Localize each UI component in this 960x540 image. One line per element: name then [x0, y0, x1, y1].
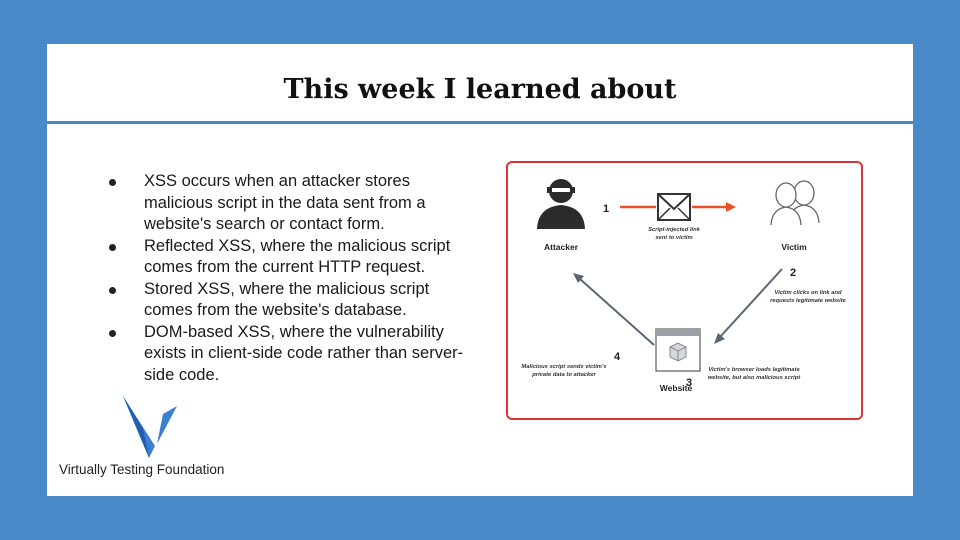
title-divider [47, 121, 913, 124]
victim-label: Victim [781, 242, 807, 252]
bullet-dot-icon [109, 329, 116, 337]
note-step-4: Malicious script sends victim's private … [521, 364, 607, 378]
slide-title: This week I learned about [283, 74, 677, 105]
bullet-item: Stored XSS, where the malicious script c… [109, 279, 479, 322]
xss-diagram: Attacker Victim Website 1 2 3 4 Script-i… [506, 161, 863, 420]
bullet-item: Reflected XSS, where the malicious scrip… [109, 236, 479, 279]
website-icon [655, 328, 701, 372]
attacker-label: Attacker [543, 242, 579, 252]
note-step-1: Script-injected link sent to victim [648, 227, 700, 241]
step-4: 4 [614, 351, 621, 363]
note-step-3: Victim's browser loads legitimate websit… [707, 367, 801, 381]
step-3: 3 [686, 377, 693, 389]
bullet-item: XSS occurs when an attacker stores malic… [109, 171, 479, 236]
envelope-icon [657, 193, 691, 221]
bullet-dot-icon [109, 243, 116, 251]
slide: This week I learned about XSS occurs whe… [47, 44, 913, 496]
step-2: 2 [790, 267, 797, 279]
victim-icon [770, 180, 820, 226]
bullet-list: XSS occurs when an attacker stores malic… [109, 171, 479, 386]
step-1: 1 [603, 203, 610, 215]
note-step-2: Victim clicks on link and requests legit… [770, 290, 846, 304]
foundation-logo-icon [119, 392, 179, 458]
website-label: Website [659, 383, 693, 393]
diagram-graphics [537, 179, 820, 372]
bullet-dot-icon [109, 286, 116, 294]
organization-name: Virtually Testing Foundation [59, 462, 225, 477]
bullet-item: DOM-based XSS, where the vulnerability e… [109, 322, 479, 387]
bullet-dot-icon [109, 179, 116, 186]
attacker-icon [537, 179, 585, 229]
